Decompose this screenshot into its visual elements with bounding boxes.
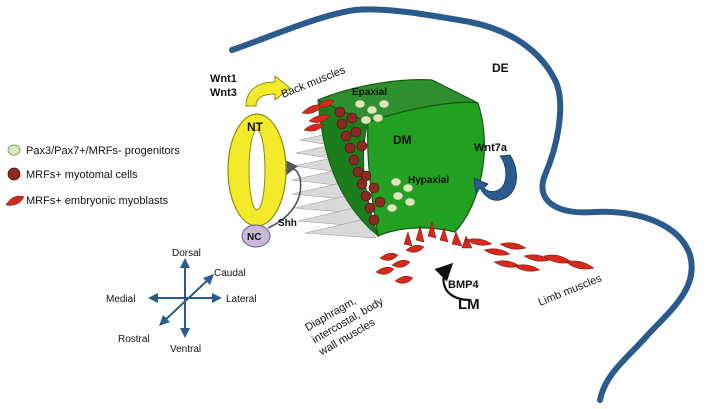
notochord [241, 224, 271, 248]
legend-progenitor-marker [7, 144, 21, 156]
legend-myotomal-label: MRFs+ myotomal cells [26, 169, 138, 181]
dorsal-label: Dorsal [172, 248, 201, 259]
epaxial-label: Epaxial [352, 87, 387, 98]
nc-label: NC [247, 232, 261, 243]
dermomyotome [316, 79, 485, 238]
lateral-label: Lateral [226, 294, 257, 305]
dm-label: DM [393, 133, 412, 147]
progenitor-cells [354, 99, 416, 213]
myoblasts-limb [465, 238, 595, 272]
myotomal-cells [334, 106, 386, 226]
legend-myoblast-marker [5, 195, 25, 206]
myoblasts-ventral [375, 221, 473, 284]
wnt1-wnt3-arrow [245, 74, 291, 107]
shh-arrow [267, 160, 302, 229]
medial-label: Medial [106, 294, 135, 305]
wnt7a-arrow [473, 154, 517, 201]
rostral-caudal-axis [162, 277, 211, 323]
legend-progenitor-label: Pax3/Pax7+/MRFs- progenitors [26, 145, 180, 157]
limb-muscles-label: Limb muscles [537, 272, 604, 309]
wnt7a-label: Wnt7a [474, 142, 508, 154]
axis-compass [148, 258, 222, 338]
myoblasts-back [301, 99, 335, 132]
legend: Pax3/Pax7+/MRFs- progenitors MRFs+ myoto… [5, 144, 180, 207]
hypaxial-label: Hypaxial [408, 175, 449, 186]
bmp4-arrow [434, 262, 471, 302]
ventral-label: Ventral [170, 344, 201, 355]
wnt1-label: Wnt1 [210, 73, 237, 85]
wnt3-label: Wnt3 [210, 87, 237, 99]
legend-myotomal-marker [7, 167, 21, 181]
rostral-label: Rostral [118, 334, 150, 345]
nt-label: NT [247, 120, 264, 134]
de-label: DE [492, 61, 509, 75]
legend-myoblast-label: MRFs+ embryonic myoblasts [26, 195, 169, 207]
dorsal-ectoderm-line [229, 6, 695, 403]
caudal-label: Caudal [214, 268, 246, 279]
shh-label: Shh [278, 218, 297, 229]
diaphragm-muscles-label: Diaphragm, intercostal, body wall muscle… [303, 295, 386, 359]
lm-label: LM [458, 296, 480, 313]
bmp4-label: BMP4 [448, 279, 479, 291]
